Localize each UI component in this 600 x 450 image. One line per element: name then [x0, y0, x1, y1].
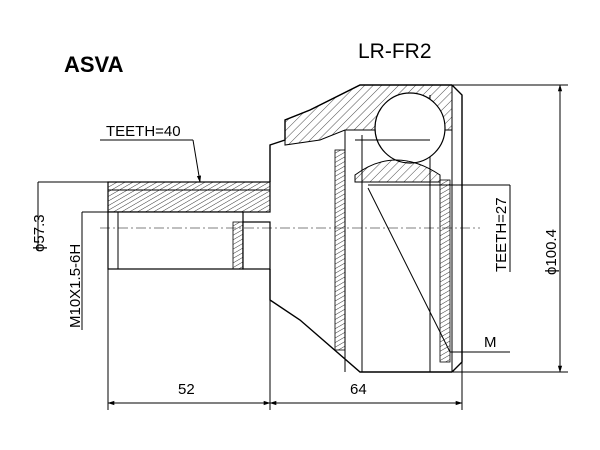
len-body-label: 64	[350, 381, 367, 398]
thread-label: M10X1.5-6H	[67, 244, 84, 328]
inner-spline-knurl	[439, 179, 451, 363]
dim-lengths	[107, 269, 463, 410]
brand-name: ASVA	[64, 52, 124, 77]
inner-race-hatch	[354, 159, 441, 183]
len-shaft-label: 52	[178, 381, 195, 398]
teeth-outer-callout	[100, 139, 202, 183]
teeth-outer-label: TEETH=40	[106, 123, 181, 140]
marker-callout	[367, 187, 510, 353]
part-number: LR-FR2	[358, 40, 432, 63]
dia-small-label: ϕ57.3	[31, 214, 48, 252]
housing-lower-profile	[269, 269, 452, 373]
threaded-pin	[107, 211, 271, 270]
bell-rim	[451, 84, 463, 373]
dim-large-diameter	[452, 84, 568, 373]
dia-large-label: ϕ100.4	[543, 229, 560, 275]
teeth-inner-label: TEETH=27	[493, 197, 510, 272]
rim-knurl	[334, 149, 346, 351]
ball	[374, 92, 446, 164]
marker-label: M	[484, 334, 497, 351]
splined-shaft	[107, 181, 271, 213]
dim-thread	[81, 211, 108, 330]
teeth-inner-callout	[368, 184, 511, 272]
dim-small-diameter	[37, 181, 108, 250]
